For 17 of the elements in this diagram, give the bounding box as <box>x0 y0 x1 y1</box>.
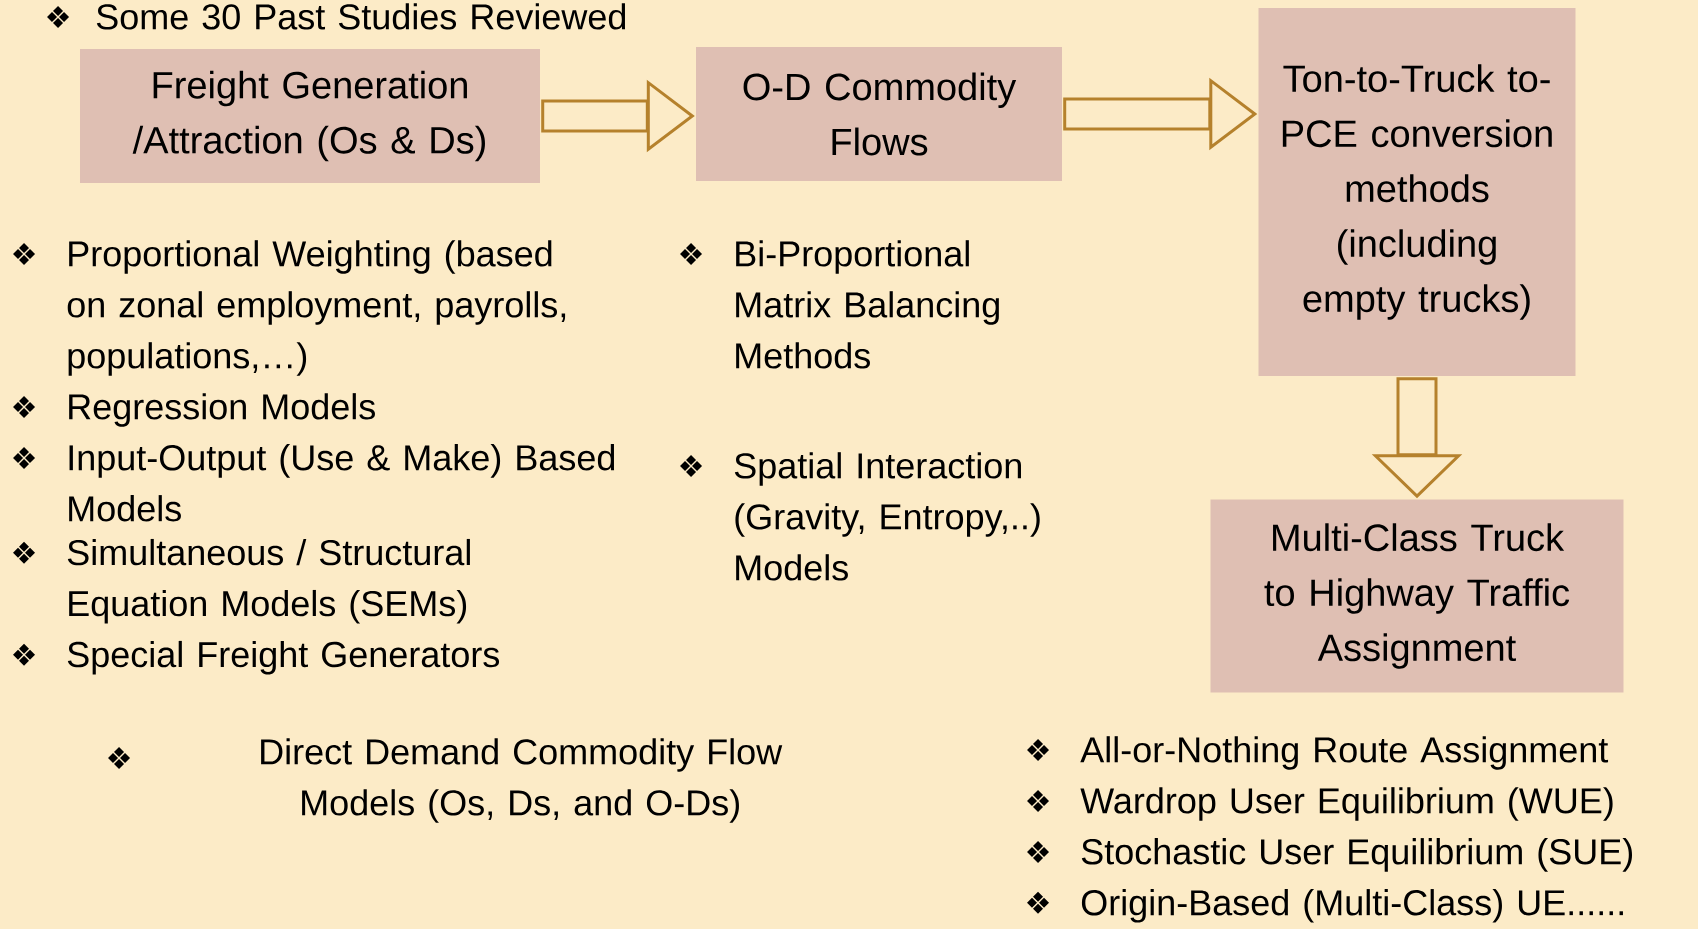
process-box: Multi-Class Truck to Highway Traffic Assignment <box>1210 499 1624 693</box>
list-item: Direct Demand Commodity Flow Models (Os, Ds, and O-Ds) <box>261 738 783 823</box>
list-item: Some 30 Past Studies Reviewed <box>96 3 626 30</box>
list-item: Input-Output (Use & Make) Based Models <box>69 444 615 522</box>
process-box: Ton-to-Truck to-PCE conversion methods (including empty trucks) <box>1258 8 1576 376</box>
list-item: Wardrop User Equilibrium (WUE) <box>1080 787 1613 821</box>
list-item: Bi-Proportional Matrix Balancing Methods <box>736 240 999 369</box>
list-item: Stochastic User Equilibrium (SUE) <box>1081 838 1632 872</box>
list-item: All-or-Nothing Route Assignment <box>1080 736 1609 770</box>
process-box: Freight Generation /Attraction (Os & Ds) <box>80 49 540 183</box>
list-item: Origin-Based (Multi-Class) UE...... <box>1081 889 1623 923</box>
list-item: Simultaneous / Structural Equation Models (SEMs) <box>67 538 470 624</box>
list-item: Spatial Interaction (Gravity, Entropy,..) Models <box>734 452 1040 581</box>
list-item: Proportional Weighting (based on zonal employment, payrolls, populations,…) <box>67 240 566 376</box>
process-box: O-D Commodity Flows <box>696 47 1062 181</box>
list-item: Special Freight Generators <box>67 640 500 675</box>
list-item: Regression Models <box>69 393 375 427</box>
